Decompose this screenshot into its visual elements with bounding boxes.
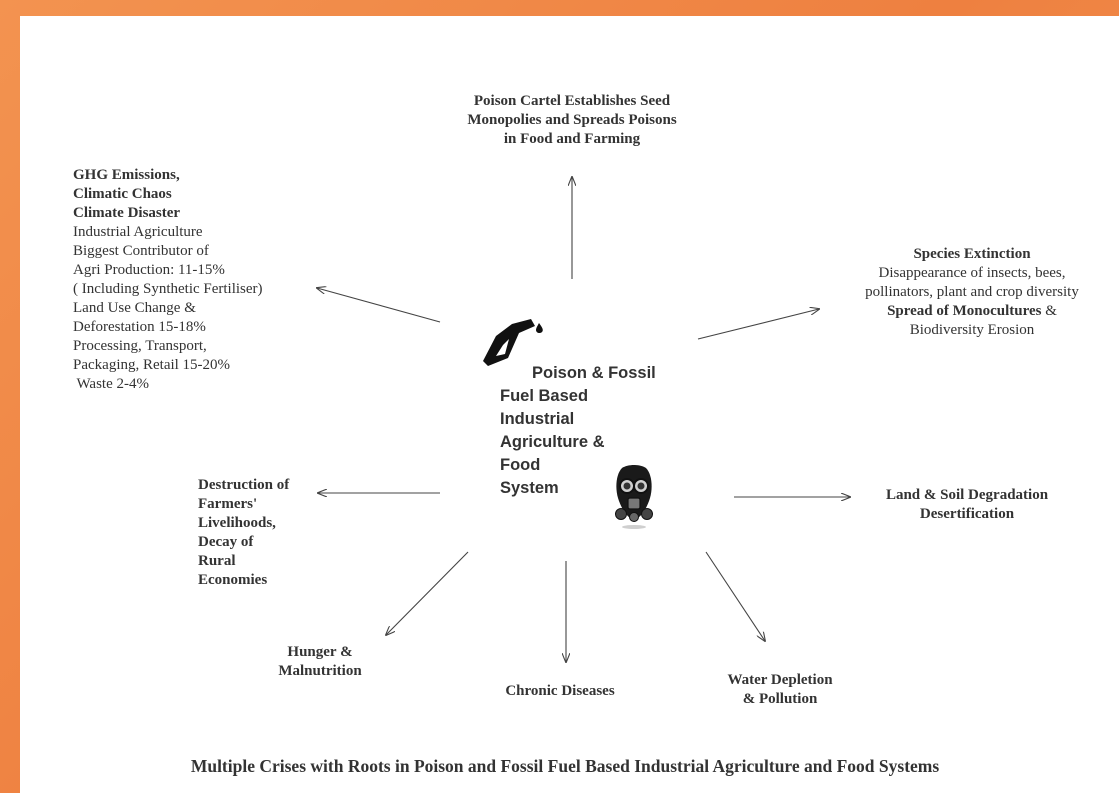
node-line: Industrial Agriculture bbox=[73, 224, 203, 240]
node-line: Livelihoods, bbox=[198, 515, 276, 531]
node-line: Deforestation 15-18% bbox=[73, 319, 206, 335]
node-line: Waste 2-4% bbox=[73, 376, 149, 392]
node-line: Disappearance of insects, bees, bbox=[878, 265, 1066, 281]
diagram-panel bbox=[20, 16, 1119, 793]
arrow-to-water bbox=[705, 551, 765, 641]
node-ghg-emissions: GHG Emissions, Climatic Chaos Climate Di… bbox=[73, 166, 333, 394]
node-line: Water Depletion bbox=[727, 672, 833, 688]
node-line: Land Use Change & bbox=[73, 300, 196, 316]
node-line: Hunger & bbox=[287, 644, 353, 660]
node-bold-text: Spread of Monocultures bbox=[887, 303, 1042, 319]
node-chronic-diseases: Chronic Diseases bbox=[470, 682, 650, 701]
arrow-to-ghg bbox=[317, 288, 441, 323]
node-line: Desertification bbox=[919, 506, 1015, 522]
node-text: & bbox=[1041, 303, 1057, 319]
node-line: Spread of Monocultures & bbox=[832, 302, 1112, 321]
arrow-to-hunger bbox=[386, 551, 469, 635]
node-line: Rural bbox=[198, 553, 236, 569]
node-water-depletion: Water Depletion & Pollution bbox=[695, 671, 865, 709]
node-line: Decay of bbox=[198, 534, 254, 550]
node-line: ( Including Synthetic Fertiliser) bbox=[73, 281, 263, 297]
node-land-soil-degradation: Land & Soil Degradation Desertification bbox=[852, 486, 1082, 524]
node-title-line: GHG Emissions, bbox=[73, 167, 180, 183]
node-line: & Pollution bbox=[742, 691, 818, 707]
node-title-line: Species Extinction bbox=[913, 246, 1031, 262]
central-node-line: Poison & Fossil bbox=[532, 364, 656, 382]
central-node-line: Food bbox=[500, 456, 541, 474]
node-line: pollinators, plant and crop diversity bbox=[865, 284, 1079, 300]
node-line: Farmers' bbox=[198, 496, 258, 512]
node-line: Poison Cartel Establishes Seed bbox=[473, 93, 671, 109]
node-line: Chronic Diseases bbox=[505, 683, 615, 699]
central-node-line: Industrial bbox=[500, 410, 575, 428]
node-line: Biodiversity Erosion bbox=[909, 322, 1035, 338]
central-node-line: System bbox=[500, 479, 559, 497]
node-line: in Food and Farming bbox=[503, 131, 641, 147]
node-line: Economies bbox=[198, 572, 268, 588]
gas-mask-icon bbox=[615, 465, 653, 529]
node-title-line: Climate Disaster bbox=[73, 205, 181, 221]
fuel-pump-nozzle-icon bbox=[483, 319, 543, 366]
arrow-to-species bbox=[697, 309, 819, 340]
node-farmers-livelihoods: Destruction of Farmers' Livelihoods, Dec… bbox=[198, 476, 338, 590]
node-line: Monopolies and Spreads Poisons bbox=[467, 112, 677, 128]
node-line: Processing, Transport, bbox=[73, 338, 207, 354]
node-line: Packaging, Retail 15-20% bbox=[73, 357, 231, 373]
node-hunger-malnutrition: Hunger & Malnutrition bbox=[240, 643, 400, 681]
diagram-caption: Multiple Crises with Roots in Poison and… bbox=[190, 756, 940, 776]
node-seed-monopolies: Poison Cartel Establishes Seed Monopolie… bbox=[432, 92, 712, 149]
node-line: Destruction of bbox=[198, 477, 290, 493]
node-title-line: Climatic Chaos bbox=[73, 186, 172, 202]
central-node: Poison & Fossil Fuel Based Industrial Ag… bbox=[500, 362, 700, 500]
central-node-line: Fuel Based bbox=[500, 387, 589, 405]
node-line: Malnutrition bbox=[278, 663, 362, 679]
node-line: Agri Production: 11-15% bbox=[73, 262, 225, 278]
node-line: Biggest Contributor of bbox=[73, 243, 209, 259]
node-species-extinction: Species Extinction Disappearance of inse… bbox=[832, 245, 1112, 340]
central-node-line: Agriculture & bbox=[500, 433, 605, 451]
node-line: Land & Soil Degradation bbox=[885, 487, 1049, 503]
